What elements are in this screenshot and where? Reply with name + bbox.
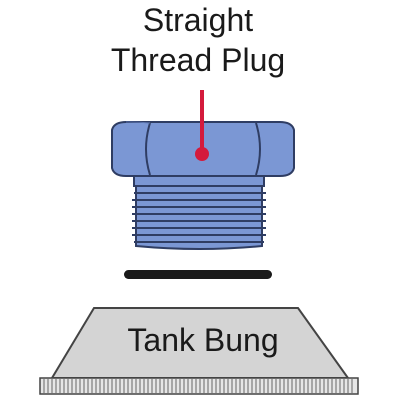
knurl-ridges — [43, 379, 353, 393]
o-ring-seal — [124, 270, 272, 279]
plug-title-line2: Thread Plug — [111, 42, 285, 78]
plug-title-line1: Straight — [143, 2, 253, 38]
plug-threads — [132, 185, 266, 250]
plug-neck — [133, 175, 265, 187]
tank-bung-label: Tank Bung — [127, 322, 278, 358]
pointer-indicator — [195, 90, 209, 161]
